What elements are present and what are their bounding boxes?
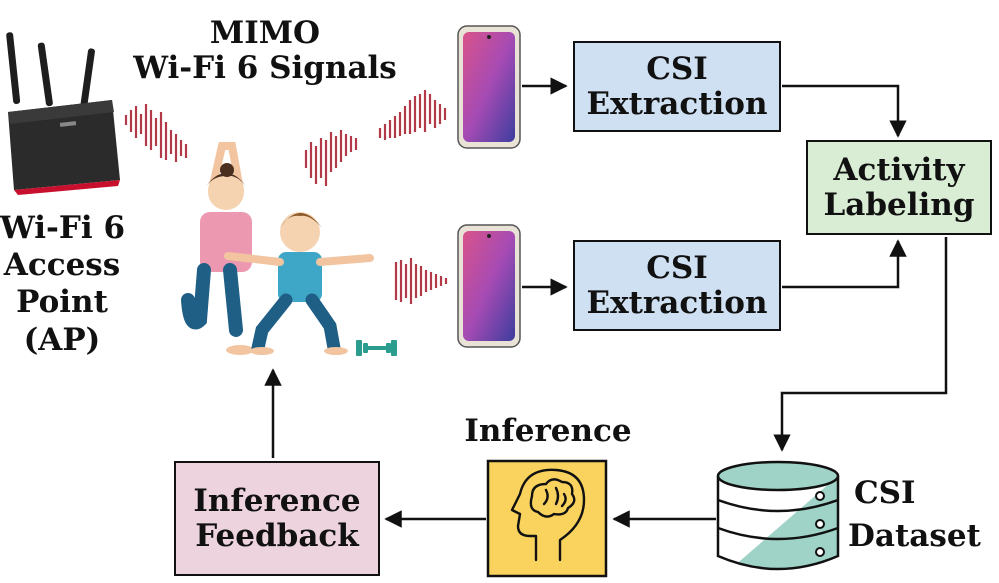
ap-line-2: Access [3, 247, 121, 284]
inference-feedback-line-2: Feedback [195, 517, 359, 554]
activity-labeling-line-2: Labeling [823, 186, 975, 223]
brain-head-icon [510, 468, 586, 562]
inference-title: Inference [464, 413, 632, 449]
csi-extraction-bottom-line-1: CSI [646, 249, 708, 286]
signal-wave-top-right [378, 90, 447, 140]
inference-feedback-box: Inference Feedback [174, 461, 380, 576]
csi-extraction-bottom-line-2: Extraction [586, 284, 768, 321]
csi-extraction-top-line-2: Extraction [586, 85, 768, 122]
inference-feedback-line-1: Inference [193, 482, 361, 519]
arrow-csi-bottom-to-labeling [782, 239, 907, 289]
smartphone-icon-top [457, 25, 521, 149]
activity-labeling-box: Activity Labeling [806, 140, 992, 235]
mimo-line: MIMO [209, 15, 321, 51]
router-icon [6, 32, 120, 195]
arrow-labeling-to-dataset [773, 237, 948, 452]
csi-dataset-label: CSI Dataset [840, 472, 999, 559]
wifi6-signals-line: Wi-Fi 6 Signals [133, 49, 397, 86]
dataset-line-1: CSI [854, 475, 916, 511]
ap-line-1: Wi-Fi 6 [0, 210, 126, 246]
dumbbell-icon [356, 340, 397, 356]
smartphone-icon-bottom [457, 224, 521, 348]
database-icon [716, 460, 840, 571]
signal-wave-center [304, 130, 358, 186]
arrows [264, 77, 948, 528]
arrow-csi-top-to-labeling [782, 84, 907, 138]
csi-extraction-top-line-1: CSI [646, 50, 708, 87]
inference-box [486, 459, 608, 578]
csi-extraction-box-bottom: CSI Extraction [573, 240, 781, 331]
mimo-signals-label: MIMO Wi-Fi 6 Signals [130, 16, 400, 85]
people-exercising-icon [181, 142, 374, 355]
csi-extraction-box-top: CSI Extraction [573, 41, 781, 132]
activity-labeling-line-1: Activity [833, 151, 965, 188]
ap-line-3: Point [16, 284, 108, 321]
access-point-label: Wi-Fi 6 Access Point (AP) [0, 210, 126, 359]
dataset-line-2: Dataset [848, 518, 981, 555]
ap-line-4: (AP) [23, 321, 101, 358]
signal-wave-bottom-right [394, 258, 448, 304]
signal-wave-left [124, 104, 188, 162]
